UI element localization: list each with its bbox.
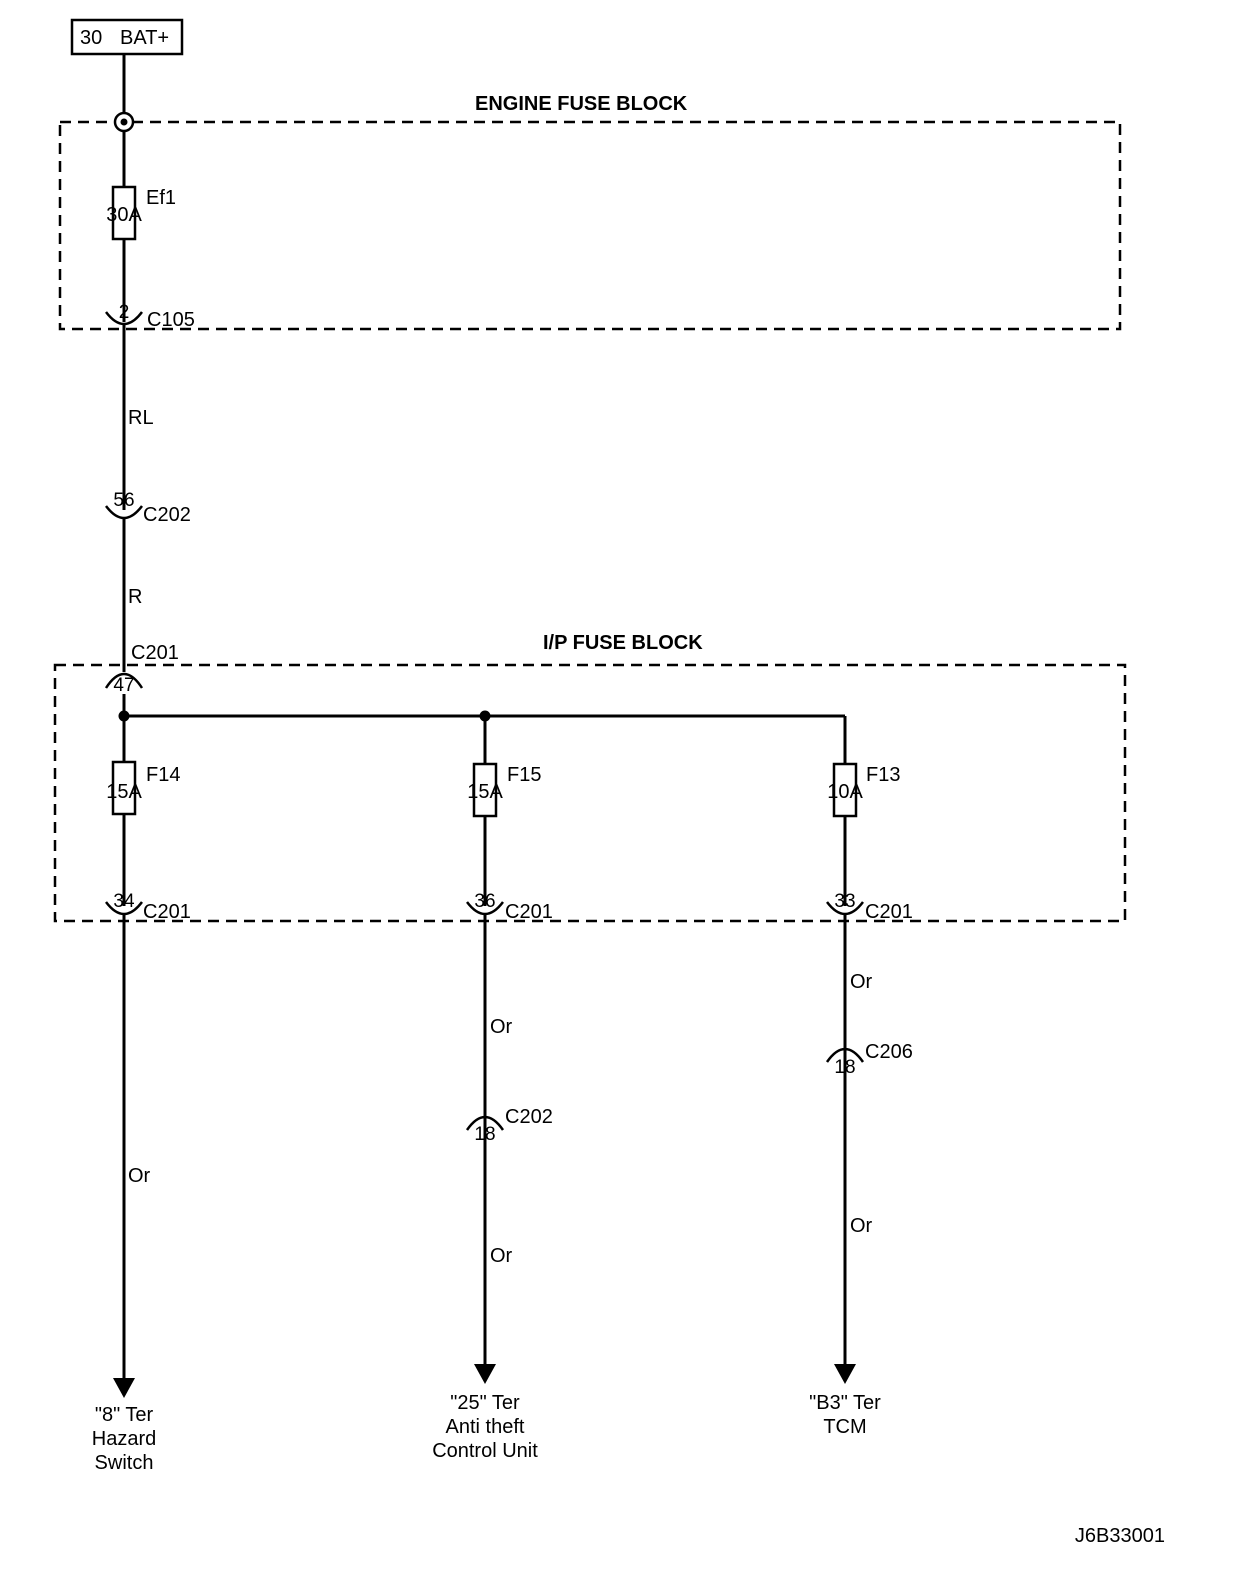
arrow-down-icon bbox=[834, 1364, 856, 1384]
connector-c202-inline: 56 C202 bbox=[105, 490, 191, 526]
fuse-f13-rating: 10A bbox=[827, 781, 863, 803]
ip-fuse-block-outline bbox=[53, 663, 1127, 923]
connector-c105-name: C105 bbox=[147, 309, 195, 331]
connector-c202-branch-name: C202 bbox=[505, 1106, 553, 1128]
engine-fuse-block-outline bbox=[58, 120, 1122, 331]
wire-branch2-mid-label: Or bbox=[490, 1016, 513, 1038]
ip-fuse-block-title: I/P FUSE BLOCK bbox=[543, 632, 703, 654]
connector-c201-out-33: 33 C201 bbox=[826, 891, 913, 923]
fuse-f14-rating: 15A bbox=[106, 781, 142, 803]
fuse-ef1-rating: 30A bbox=[106, 204, 142, 226]
arrow-down-icon bbox=[474, 1364, 496, 1384]
connector-c201-out-34-pin: 34 bbox=[113, 891, 135, 912]
wire-rl-label: RL bbox=[128, 407, 154, 429]
engine-fuse-block: ENGINE FUSE BLOCK bbox=[58, 93, 1122, 331]
fuse-f15-name: F15 bbox=[507, 764, 541, 786]
connector-c201-out-36: 36 C201 bbox=[466, 891, 553, 923]
connector-c201-input-pin: 47 bbox=[113, 675, 134, 696]
destination-line: Control Unit bbox=[432, 1440, 538, 1462]
connector-c206-pin: 18 bbox=[834, 1057, 855, 1078]
diagram-id: J6B33001 bbox=[1075, 1525, 1165, 1547]
block-entry-terminal bbox=[113, 111, 135, 133]
destination-line: "B3" Ter bbox=[809, 1392, 881, 1414]
connector-c202-branch-pin: 18 bbox=[474, 1124, 495, 1145]
fuse-f14: F14 15A bbox=[106, 760, 180, 816]
connector-c105: 2 C105 bbox=[105, 302, 195, 331]
destination-line: Hazard bbox=[92, 1428, 156, 1450]
connector-c201-out-34: 34 C201 bbox=[105, 891, 191, 923]
connector-c206: C206 18 bbox=[825, 1041, 913, 1078]
wire-branch3-lower-label: Or bbox=[850, 1215, 873, 1237]
destination-tcm: "B3" Ter TCM bbox=[809, 1392, 881, 1438]
fuse-f13-name: F13 bbox=[866, 764, 900, 786]
connector-c201-out-33-name: C201 bbox=[865, 901, 913, 923]
destination-hazard-switch: "8" Ter Hazard Switch bbox=[92, 1404, 156, 1474]
wire-branch3-mid-label: Or bbox=[850, 971, 873, 993]
fuse-ef1: Ef1 30A bbox=[106, 185, 176, 241]
destination-line: TCM bbox=[823, 1416, 866, 1438]
fuse-ef1-name: Ef1 bbox=[146, 187, 176, 209]
destination-line: "8" Ter bbox=[95, 1404, 154, 1426]
connector-c206-name: C206 bbox=[865, 1041, 913, 1063]
connector-c201-input-name: C201 bbox=[131, 642, 179, 664]
engine-fuse-block-title: ENGINE FUSE BLOCK bbox=[475, 93, 688, 115]
connector-c201-out-36-name: C201 bbox=[505, 901, 553, 923]
connector-c201-out-33-pin: 33 bbox=[834, 891, 855, 912]
fuse-f13: F13 10A bbox=[827, 762, 900, 818]
connector-c201-input: C201 47 bbox=[104, 642, 179, 696]
destination-line: Anti theft bbox=[446, 1416, 525, 1438]
fuse-f15: F15 15A bbox=[467, 762, 541, 818]
connector-c201-out-34-name: C201 bbox=[143, 901, 191, 923]
ip-fuse-block: I/P FUSE BLOCK bbox=[53, 632, 1127, 923]
battery-terminal-name: BAT+ bbox=[120, 27, 169, 49]
wire-branch1-label: Or bbox=[128, 1165, 151, 1187]
wire-branch2-lower-label: Or bbox=[490, 1245, 513, 1267]
connector-c202-inline-pin: 56 bbox=[113, 490, 134, 511]
destination-line: Switch bbox=[95, 1452, 154, 1474]
destination-anti-theft-control-unit: "25" Ter Anti theft Control Unit bbox=[432, 1392, 538, 1462]
wire-r-label: R bbox=[128, 586, 142, 608]
destination-line: "25" Ter bbox=[450, 1392, 520, 1414]
connector-c105-pin: 2 bbox=[119, 302, 130, 323]
battery-terminal-number: 30 bbox=[80, 27, 102, 49]
battery-terminal: 30 BAT+ bbox=[70, 18, 184, 56]
arrow-down-icon bbox=[113, 1378, 135, 1398]
fuse-f15-rating: 15A bbox=[467, 781, 503, 803]
connector-c202-inline-name: C202 bbox=[143, 504, 191, 526]
fuse-f14-name: F14 bbox=[146, 764, 180, 786]
connector-c202-branch: C202 18 bbox=[465, 1106, 553, 1145]
connector-c201-out-36-pin: 36 bbox=[474, 891, 495, 912]
